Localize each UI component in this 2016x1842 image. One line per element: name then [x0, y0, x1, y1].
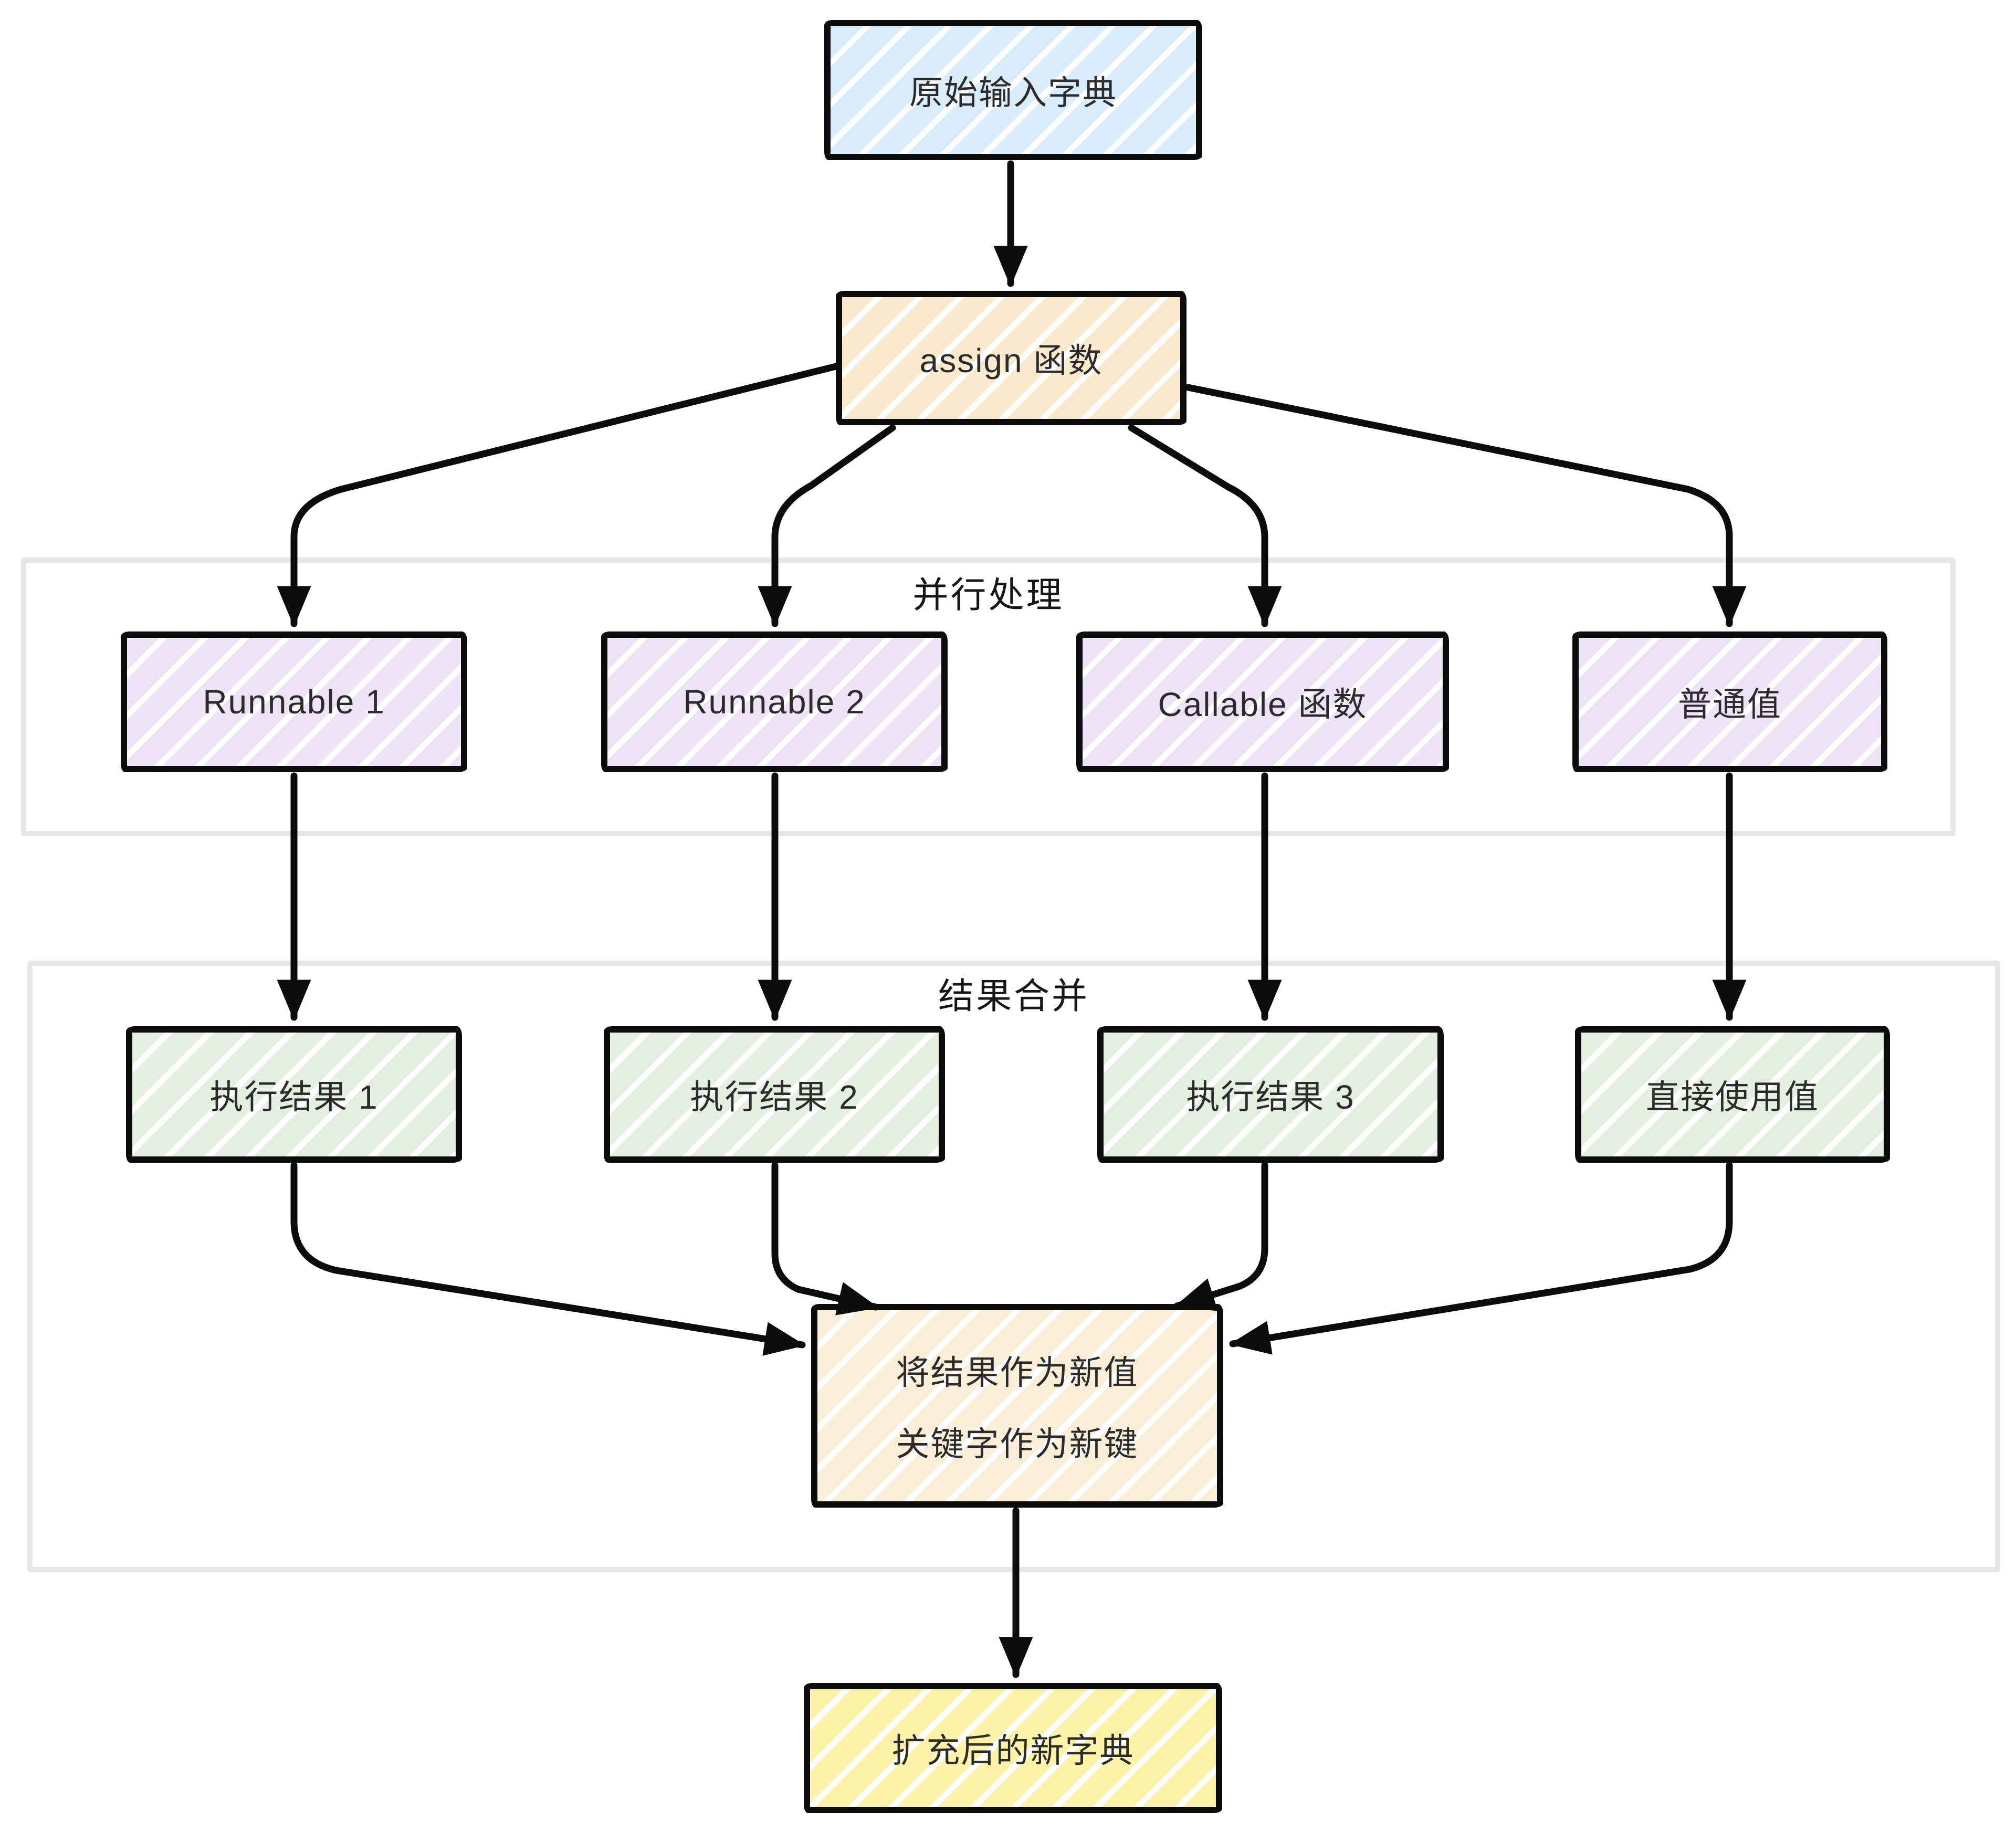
node-exec-result-2: 执行结果 2: [604, 1026, 945, 1163]
node-original-input-dict: 原始输入字典: [824, 20, 1202, 160]
node-merge-results-line1: 将结果作为新值: [896, 1354, 1139, 1392]
node-assign-function-label: assign 函数: [919, 342, 1103, 380]
node-expanded-new-dict: 扩充后的新字典: [804, 1683, 1222, 1813]
node-expanded-new-dict-label: 扩充后的新字典: [891, 1732, 1135, 1770]
node-assign-function: assign 函数: [836, 291, 1186, 425]
node-exec-result-1: 执行结果 1: [126, 1026, 462, 1163]
node-merge-results: 将结果作为新值 关键字作为新键: [811, 1304, 1223, 1508]
node-exec-result-1-label: 执行结果 1: [209, 1078, 379, 1116]
node-runnable-1: Runnable 1: [121, 631, 467, 772]
node-merge-results-line2: 关键字作为新键: [896, 1425, 1139, 1463]
node-callable-function-label: Callable 函数: [1158, 686, 1368, 723]
node-direct-use-value: 直接使用值: [1575, 1026, 1890, 1163]
node-exec-result-2-label: 执行结果 2: [690, 1078, 859, 1116]
node-original-input-dict-label: 原始输入字典: [909, 73, 1117, 112]
node-callable-function: Callable 函数: [1076, 631, 1449, 772]
node-plain-value: 普通值: [1572, 631, 1887, 772]
node-exec-result-3: 执行结果 3: [1097, 1026, 1444, 1163]
node-runnable-2: Runnable 2: [601, 631, 948, 772]
group-parallel-processing: 并行处理: [21, 557, 1956, 836]
node-runnable-2-label: Runnable 2: [683, 683, 866, 721]
node-plain-value-label: 普通值: [1678, 686, 1782, 723]
group-merge-label: 结果合并: [938, 976, 1089, 1016]
node-runnable-1-label: Runnable 1: [203, 683, 385, 721]
node-exec-result-3-label: 执行结果 3: [1186, 1078, 1355, 1116]
group-parallel-label: 并行处理: [912, 575, 1064, 615]
node-direct-use-value-label: 直接使用值: [1646, 1078, 1819, 1116]
